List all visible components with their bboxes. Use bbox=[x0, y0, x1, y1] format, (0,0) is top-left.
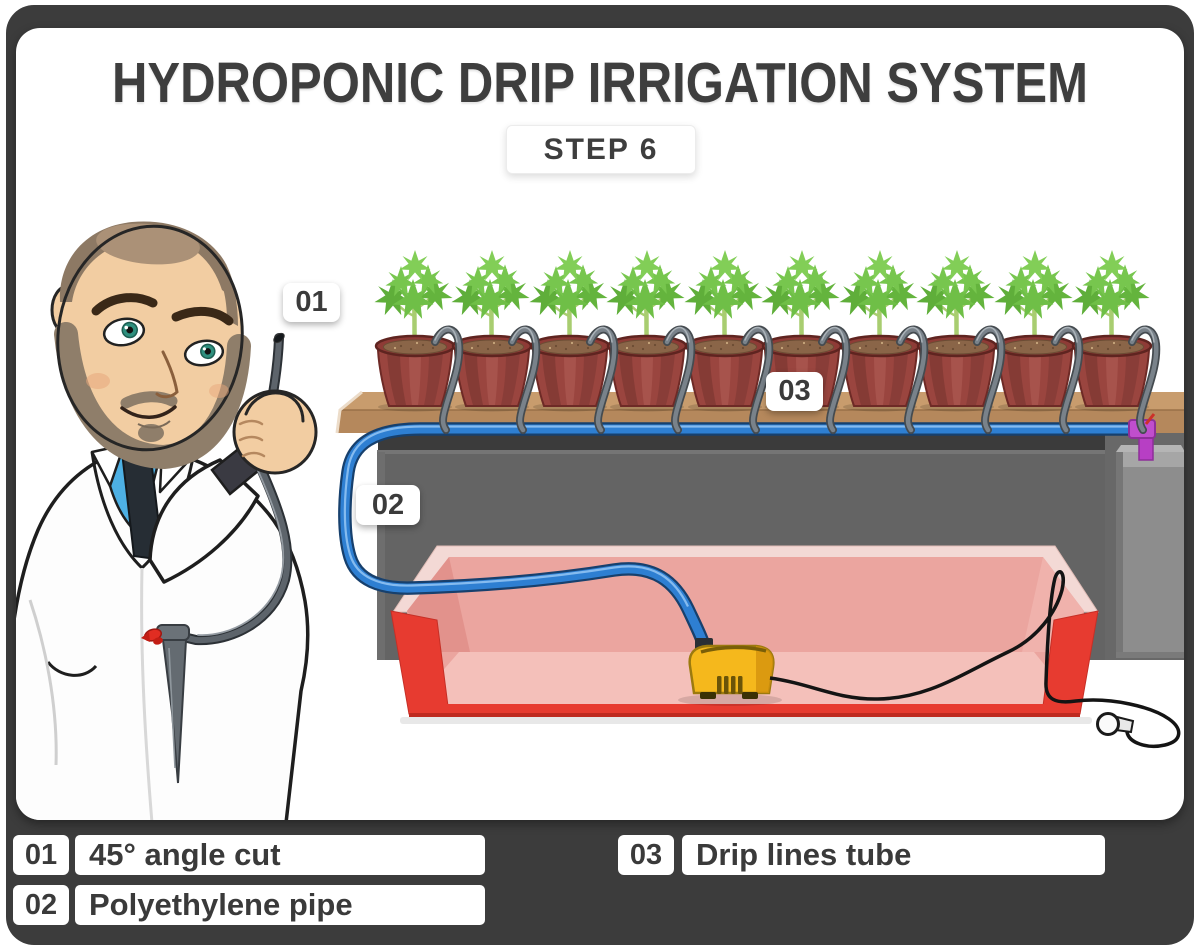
legend-label-02: Polyethylene pipe bbox=[75, 885, 485, 925]
legend-label-01: 45° angle cut bbox=[75, 835, 485, 875]
callout-02: 02 bbox=[356, 485, 420, 525]
eyebrow bbox=[171, 306, 234, 326]
angle-cut-tip bbox=[273, 332, 285, 344]
filter-canister bbox=[1105, 430, 1184, 660]
left-eye bbox=[102, 317, 146, 347]
legend-number-01: 01 bbox=[13, 835, 69, 875]
pipe-in-hand bbox=[174, 332, 293, 646]
page-title: HYDROPONIC DRIP IRRIGATION SYSTEM bbox=[112, 51, 1088, 115]
water-pump bbox=[678, 638, 782, 706]
legend-label-03: Drip lines tube bbox=[682, 835, 1105, 875]
power-plug bbox=[1096, 712, 1120, 736]
callout-03: 03 bbox=[766, 372, 823, 411]
head bbox=[50, 221, 251, 470]
illustration-card bbox=[16, 28, 1184, 820]
fist bbox=[232, 389, 318, 475]
legend-number-02: 02 bbox=[13, 885, 69, 925]
smile bbox=[120, 405, 177, 419]
power-cable bbox=[769, 570, 1181, 748]
step-badge: STEP 6 bbox=[506, 125, 696, 174]
red-valve-mark bbox=[1144, 413, 1156, 425]
drip-stake bbox=[141, 624, 190, 784]
nose bbox=[155, 350, 179, 399]
beard bbox=[54, 322, 251, 470]
callout-01: 01 bbox=[283, 283, 340, 322]
diagram-canvas bbox=[16, 221, 1184, 820]
stake-emitter bbox=[141, 628, 163, 645]
scientist-illustration bbox=[16, 221, 318, 820]
legend-number-03: 03 bbox=[618, 835, 674, 875]
eyebrow bbox=[91, 293, 158, 316]
right-eye bbox=[183, 339, 225, 367]
supply-pipe bbox=[338, 413, 1156, 651]
